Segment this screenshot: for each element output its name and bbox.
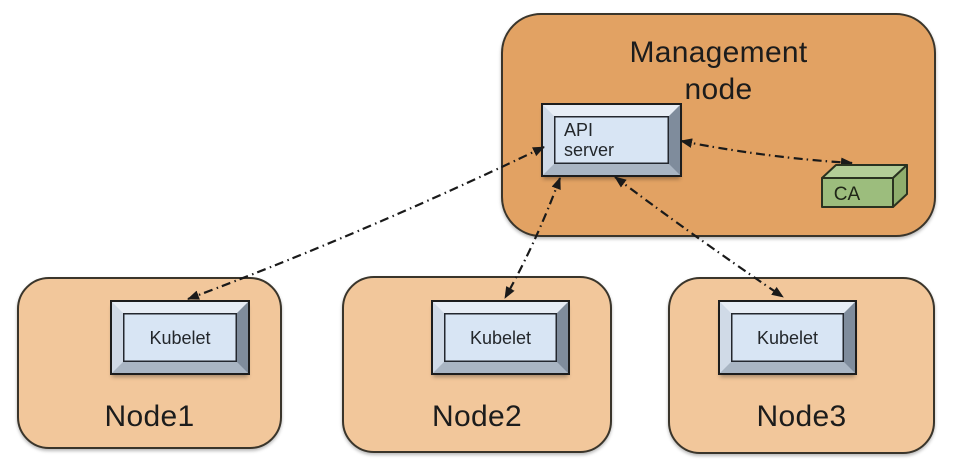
kubelet-label-node2: Kubelet [469,327,532,348]
node-2-label: Node2 [432,400,522,433]
node-3-label: Node3 [756,400,847,433]
api-server-label: API server [564,120,615,160]
node-1-label: Node1 [104,400,195,433]
api-server-box: API server [543,105,680,175]
kubelet-label-node3: Kubelet [756,327,819,348]
kubelet-box-node1: Kubelet [112,302,248,373]
kubelet-box-node3: Kubelet [720,302,855,373]
kubelet-label-node1: Kubelet [149,327,211,348]
kubelet-box-node2: Kubelet [433,302,568,373]
management-node-label: Management node [629,36,808,106]
